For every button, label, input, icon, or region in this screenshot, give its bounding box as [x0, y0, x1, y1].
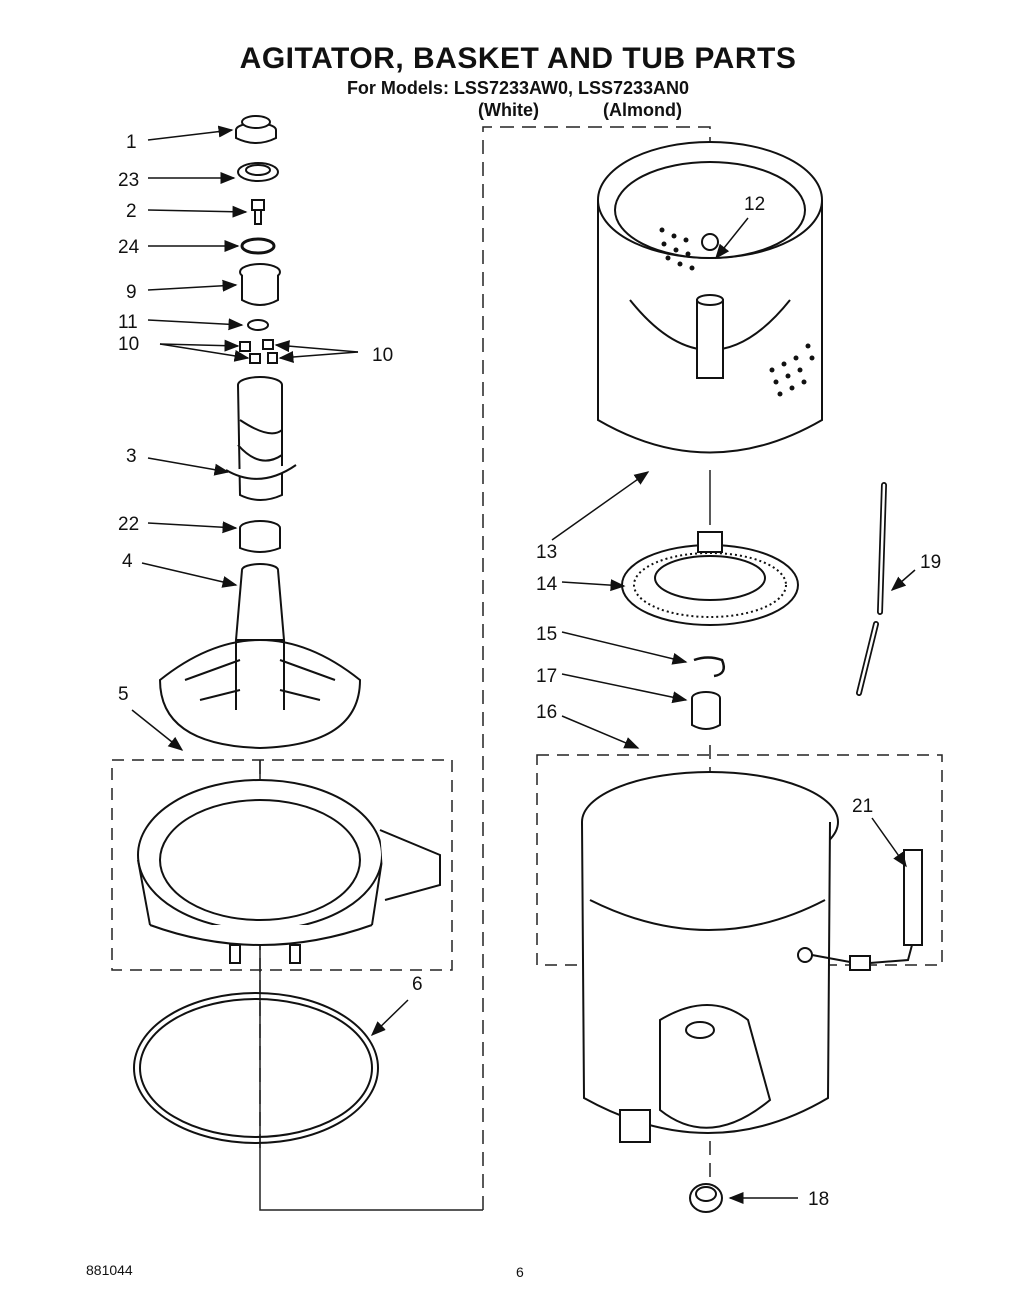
callout-5: 5: [118, 684, 129, 705]
part-16-tub: [581, 771, 839, 1143]
callout-9: 9: [126, 282, 137, 303]
callout-12: 12: [744, 194, 765, 215]
part-4-agitator-base: [158, 563, 362, 750]
callout-18: 18: [808, 1189, 829, 1210]
part-3-auger: [225, 376, 297, 501]
callout-1: 1: [126, 132, 137, 153]
callout-21: 21: [852, 796, 873, 817]
callout-17: 17: [536, 666, 557, 687]
part-5-tub-ring: [137, 779, 441, 964]
callout-10-left: 10: [118, 334, 139, 355]
callout-4: 4: [122, 551, 133, 572]
basket-holes: [659, 227, 815, 397]
part-15-clip: [693, 656, 725, 678]
callout-2: 2: [126, 201, 137, 222]
callout-22: 22: [118, 514, 139, 535]
callout-3: 3: [126, 446, 137, 467]
page-number: 6: [516, 1264, 524, 1280]
group-box-5: [111, 759, 453, 971]
document-number: 881044: [86, 1262, 133, 1278]
part-2-bolt: [251, 199, 265, 225]
callout-16: 16: [536, 702, 557, 723]
part-18-drain-plug: [689, 1183, 723, 1213]
callout-19: 19: [920, 552, 941, 573]
callout-10-right: 10: [372, 345, 393, 366]
group-box-16: [536, 754, 943, 966]
diagram-title: AGITATOR, BASKET AND TUB PARTS: [239, 42, 797, 75]
part-17-nut: [691, 691, 721, 730]
callout-11: 11: [118, 312, 138, 333]
callout-arrows: [131, 125, 916, 1204]
part-9-cam: [239, 263, 281, 306]
part-19-hose-inner: [857, 483, 886, 695]
callout-15: 15: [536, 624, 557, 645]
part-10-dogs: [239, 339, 278, 364]
models-subtitle: For Models: LSS7233AW0, LSS7233AN0: [346, 78, 690, 98]
color-white-label: (White): [478, 100, 539, 120]
part-11-ring: [247, 319, 269, 331]
callout-24: 24: [118, 237, 140, 258]
part-14-drive-block: [621, 531, 799, 626]
part-13-basket: [597, 141, 823, 454]
part-23-seal: [237, 162, 279, 182]
part-6-snap-ring: [133, 992, 379, 1144]
callout-6: 6: [412, 974, 423, 995]
part-22-coupler: [239, 520, 281, 553]
callout-13: 13: [536, 542, 557, 563]
part-21-pressure-hose: [811, 849, 923, 971]
part-24-oring: [240, 237, 276, 255]
callout-labels: 1 23 2 24 9 11 10 10 3 22 4 5 6 12 13 14…: [118, 132, 941, 1210]
callout-14: 14: [536, 574, 558, 595]
color-almond-label: (Almond): [603, 100, 682, 120]
callout-23: 23: [118, 170, 139, 191]
part-1-cap: [235, 115, 277, 144]
